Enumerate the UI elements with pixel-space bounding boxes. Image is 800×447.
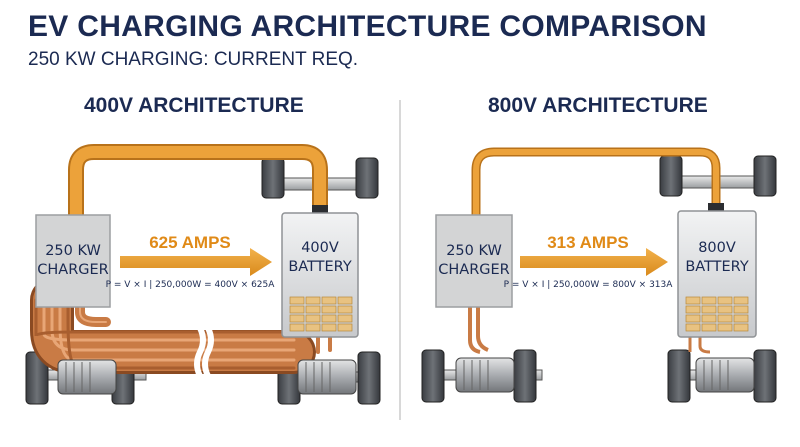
charger-label-line1: 250 KW <box>45 243 101 259</box>
wheel-icon <box>667 349 691 403</box>
battery-connector <box>708 203 724 213</box>
battery-connector <box>312 205 328 215</box>
battery-label-line2: BATTERY <box>288 259 352 275</box>
charger-label-line1: 250 KW <box>446 243 502 259</box>
formula-800v: P = V × I | 250,000W = 800V × 313A <box>504 280 674 290</box>
wheel-icon <box>357 351 381 405</box>
battery-label-line1: 800V <box>698 240 736 256</box>
battery-label-line1: 400V <box>301 240 339 256</box>
thin-copper-cable <box>468 300 711 354</box>
charger-label-line2: CHARGER <box>37 262 109 278</box>
motor-icon <box>695 357 755 393</box>
page-subtitle: 250 KW CHARGING: CURRENT REQ. <box>28 49 359 70</box>
panel-heading-400v: 400V ARCHITECTURE <box>84 94 304 117</box>
charger-box-400v <box>35 214 111 308</box>
wheel-icon <box>513 349 537 403</box>
current-label-400v: 625 AMPS <box>149 233 231 252</box>
panel-800v: 250 KW CHARGER 313 AMPS P = V × I | 250,… <box>421 147 777 403</box>
wheel-icon <box>261 157 285 199</box>
current-arrow-icon <box>120 248 272 276</box>
current-arrow-icon <box>520 248 668 276</box>
motor-icon <box>455 357 515 393</box>
charger-box-800v <box>435 214 513 308</box>
battery-box-800v <box>677 210 757 338</box>
battery-cells <box>289 296 353 332</box>
panel-heading-800v: 800V ARCHITECTURE <box>488 94 708 117</box>
battery-cells <box>685 296 749 332</box>
wheel-icon <box>753 155 777 197</box>
panel-400v: 250 KW CHARGER 625 AMPS P = V × I | 250,… <box>25 144 381 405</box>
battery-label-line2: BATTERY <box>685 259 749 275</box>
cable-break-mark <box>194 326 206 378</box>
wheel-icon <box>355 157 379 199</box>
formula-400v: P = V × I | 250,000W = 400V × 625A <box>106 280 276 290</box>
wheel-icon <box>421 349 445 403</box>
wheel-icon <box>659 155 683 197</box>
cable-break-mark <box>202 326 214 378</box>
motor-icon <box>297 359 357 395</box>
page-title: EV CHARGING ARCHITECTURE COMPARISON <box>28 10 707 43</box>
charger-label-line2: CHARGER <box>438 262 510 278</box>
motor-icon <box>57 359 117 395</box>
wheel-icon <box>753 349 777 403</box>
current-label-800v: 313 AMPS <box>547 233 629 252</box>
